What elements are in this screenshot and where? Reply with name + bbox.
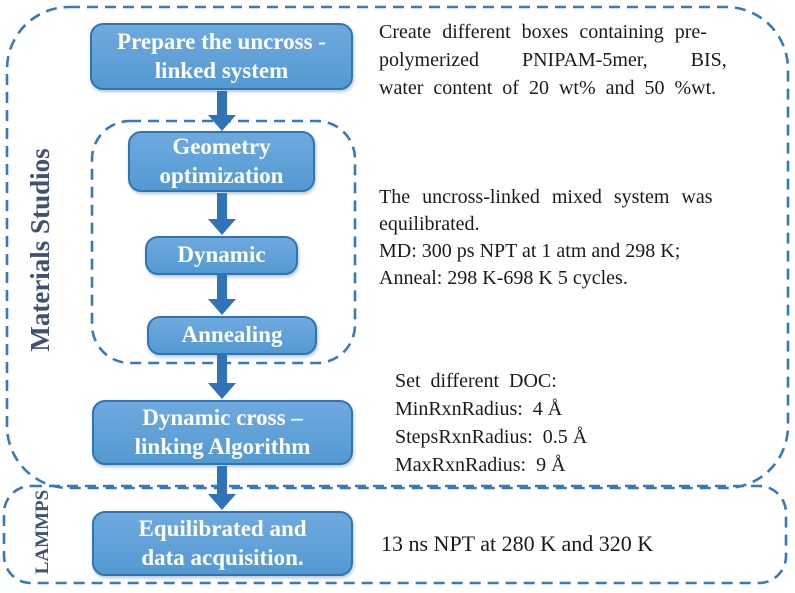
arrow-head-icon xyxy=(208,494,236,510)
arrow-stem xyxy=(217,193,227,219)
lammps-group-label: LAMMPS xyxy=(32,489,53,575)
note-create-boxes: Create different boxes containing pre- p… xyxy=(379,18,727,102)
note-equilibration: The uncross-linked mixed system was equi… xyxy=(379,184,713,292)
flow-arrow-3 xyxy=(208,275,236,315)
step-box-annealing: Annealing xyxy=(147,316,317,355)
materials-studio-group-border xyxy=(5,5,790,490)
step-box-dynamic: Dynamic xyxy=(145,236,298,275)
note-line: Create different boxes containing pre- xyxy=(379,21,707,43)
note-line: MinRxnRadius: 4 Å xyxy=(395,398,563,420)
note-line: StepsRxnRadius: 0.5 Å xyxy=(395,426,588,448)
note-line: MaxRxnRadius: 9 Å xyxy=(395,454,566,476)
arrow-stem xyxy=(217,355,227,383)
flow-arrow-2 xyxy=(208,193,236,235)
flow-arrow-4 xyxy=(208,355,236,399)
note-line: water content of 20 wt% and 50 %wt. xyxy=(379,77,717,99)
note-line: Set different DOC: xyxy=(395,370,557,392)
arrow-stem xyxy=(217,275,227,299)
step-box-crosslinking-algorithm: Dynamic cross – linking Algorithm xyxy=(92,400,353,465)
note-lammps-run: 13 ns NPT at 280 K and 320 K xyxy=(381,530,653,558)
arrow-head-icon xyxy=(208,299,236,315)
note-doc-settings: Set different DOC: MinRxnRadius: 4 Å Ste… xyxy=(395,367,587,479)
step-box-equilibrated-acquisition: Equilibrated and data acquisition. xyxy=(92,511,353,576)
arrow-head-icon xyxy=(208,383,236,399)
step-box-prepare-system: Prepare the uncross - linked system xyxy=(90,23,353,90)
arrow-stem xyxy=(217,466,227,494)
step-box-geometry-optimization: Geometry optimization xyxy=(128,131,315,192)
flow-arrow-1 xyxy=(208,91,236,131)
flow-arrow-5 xyxy=(208,466,236,510)
note-line: MD: 300 ps NPT at 1 atm and 298 K; xyxy=(379,240,681,262)
note-line: 13 ns NPT at 280 K and 320 K xyxy=(381,531,654,556)
arrow-head-icon xyxy=(208,219,236,235)
note-line: polymerized PNIPAM-5mer, BIS, xyxy=(379,49,727,71)
lammps-group-border xyxy=(2,484,788,585)
note-line: The uncross-linked mixed system was xyxy=(379,186,713,208)
materials-studio-group-label: Materials Studios xyxy=(25,148,55,352)
arrow-stem xyxy=(217,91,227,115)
note-line: Anneal: 298 K-698 K 5 cycles. xyxy=(379,267,628,289)
arrow-head-icon xyxy=(208,115,236,131)
note-line: equilibrated. xyxy=(379,213,480,235)
